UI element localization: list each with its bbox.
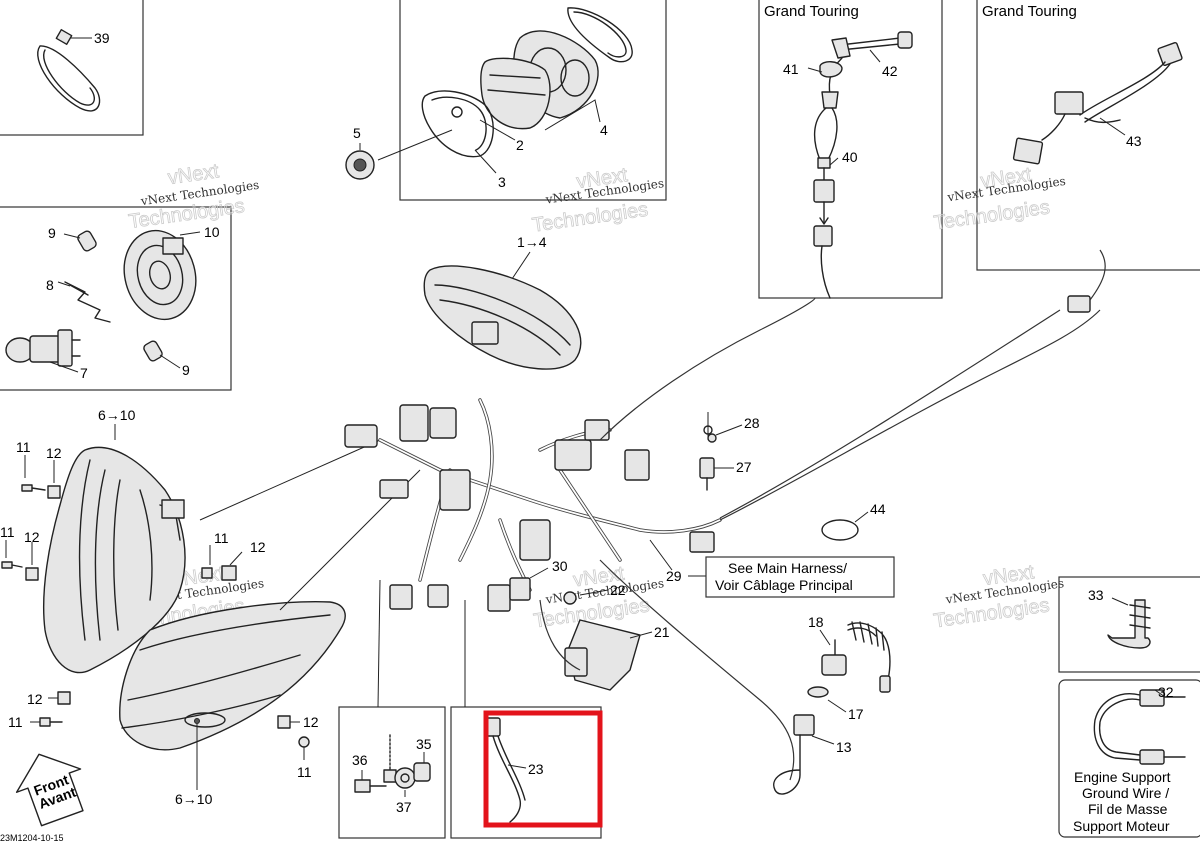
panel-36-37 (338, 706, 446, 839)
grand-touring-left-parts: 41 42 40 (783, 31, 913, 299)
svg-text:29: 29 (666, 568, 682, 584)
svg-text:8: 8 (46, 277, 54, 293)
watermark-2: vNext Technologies vNext Technologies (530, 164, 664, 237)
watermark-1: vNext Technologies vNext Technologies (127, 160, 260, 234)
svg-text:12: 12 (46, 445, 62, 461)
svg-text:23: 23 (528, 761, 544, 777)
svg-text:39: 39 (94, 30, 110, 46)
svg-text:6→10: 6→10 (98, 407, 136, 423)
svg-text:43: 43 (1126, 133, 1142, 149)
document-id: 23M1204-10-15 (0, 833, 64, 843)
svg-text:36: 36 (352, 752, 368, 768)
svg-text:40: 40 (842, 149, 858, 165)
highlight-box-23 (483, 710, 603, 828)
svg-text:9: 9 (182, 362, 190, 378)
gauge-cluster-parts: 5 2 3 4 1→4 (345, 7, 633, 286)
main-harness-callout-line2: Voir Câblage Principal (715, 577, 853, 593)
grand-touring-right-parts: 43 (1012, 41, 1183, 165)
headlight-bulb-parts: 10 9 8 7 9 (5, 224, 220, 381)
svg-text:1→4: 1→4 (517, 234, 547, 250)
part-23-wire: 23 (485, 717, 544, 823)
ground-wire-line3: Fil de Masse (1088, 801, 1168, 817)
svg-text:35: 35 (416, 736, 432, 752)
panel-33 (1058, 576, 1200, 673)
svg-text:21: 21 (654, 624, 670, 640)
svg-text:3: 3 (498, 174, 506, 190)
svg-text:2: 2 (516, 137, 524, 153)
svg-text:18: 18 (808, 614, 824, 630)
svg-text:11: 11 (297, 764, 312, 780)
headlamp-assembly: 6→10 6→10 11 12 11 12 11 (0, 407, 421, 807)
panel-grand-touring-left (758, 0, 943, 299)
main-harness: 28 27 44 29 See Main Harness/ Voir Câbla… (344, 249, 1106, 781)
fastener-parts-35-37: 36 35 37 (352, 734, 432, 815)
ground-wire-line4: Support Moteur (1073, 818, 1170, 834)
svg-text:41: 41 (783, 61, 799, 77)
main-harness-callout-line1: See Main Harness/ (728, 560, 847, 576)
panel-gauges (399, 0, 667, 201)
svg-text:5: 5 (353, 125, 361, 141)
svg-text:42: 42 (882, 63, 898, 79)
svg-text:12: 12 (24, 529, 40, 545)
svg-text:11: 11 (16, 439, 31, 455)
svg-text:37: 37 (396, 799, 412, 815)
lanyard-parts: 18 17 13 (773, 614, 891, 795)
panel-39 (0, 0, 144, 136)
svg-text:12: 12 (250, 539, 266, 555)
panel-23 (450, 706, 602, 839)
panel-headlight-bulbs (0, 206, 232, 391)
grand-touring-title-right: Grand Touring (982, 3, 1077, 20)
front-arrow: Front Avant (15, 753, 84, 827)
panel-ground-wire (1058, 679, 1200, 838)
watermark-5: vNext Technologies vNext Technologies (532, 562, 665, 633)
svg-text:32: 32 (1158, 684, 1174, 700)
part-32-ground-wire: 32 Engine Support Ground Wire / Fil de M… (1073, 684, 1186, 834)
part-39-cable-tie: 39 (37, 28, 110, 112)
svg-text:13: 13 (836, 739, 852, 755)
svg-text:30: 30 (552, 558, 568, 574)
svg-text:9: 9 (48, 225, 56, 241)
svg-text:44: 44 (870, 501, 886, 517)
watermark-6: vNext Technologies vNext Technologies (932, 561, 1065, 633)
part-33-rivet: 33 (1088, 587, 1151, 649)
svg-text:11: 11 (0, 524, 15, 540)
svg-text:6→10: 6→10 (175, 791, 213, 807)
svg-text:7: 7 (80, 365, 88, 381)
ground-wire-line2: Ground Wire / (1082, 785, 1169, 801)
svg-text:11: 11 (8, 714, 23, 730)
svg-text:22: 22 (610, 582, 626, 598)
panel-grand-touring-right (976, 0, 1200, 271)
svg-text:11: 11 (214, 530, 229, 546)
svg-text:27: 27 (736, 459, 752, 475)
svg-text:12: 12 (27, 691, 43, 707)
svg-text:28: 28 (744, 415, 760, 431)
svg-text:33: 33 (1088, 587, 1104, 603)
svg-text:4: 4 (600, 122, 608, 138)
gauge-assembly (423, 265, 582, 370)
svg-text:17: 17 (848, 706, 864, 722)
svg-text:10: 10 (204, 224, 220, 240)
ground-wire-line1: Engine Support (1074, 769, 1171, 785)
watermark-3: vNext Technologies vNext Technologies (932, 163, 1066, 235)
svg-text:12: 12 (303, 714, 319, 730)
grand-touring-title-left: Grand Touring (764, 3, 859, 20)
